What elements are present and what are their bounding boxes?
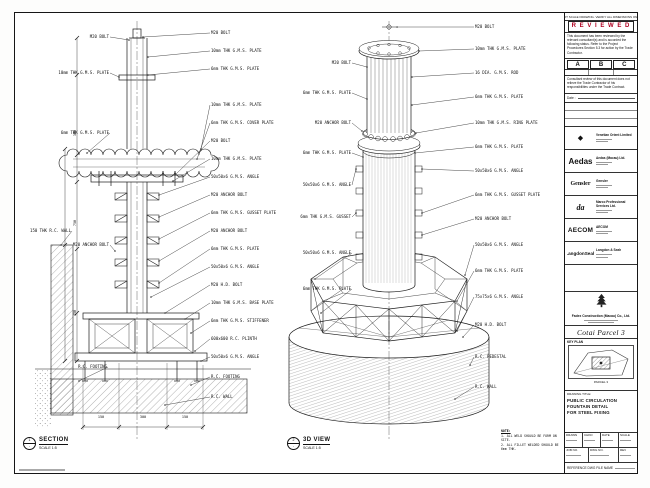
project-name: Cotai Parcel 3 bbox=[576, 327, 626, 337]
callout-number: 2 bbox=[288, 438, 299, 444]
consultant-name: AECOM bbox=[596, 224, 608, 229]
consultant-address-line bbox=[596, 230, 612, 232]
reviewed-body-text: This document has been reviewed by the r… bbox=[567, 34, 633, 55]
consultant-row: LangdonSeahLangdon & Seah bbox=[565, 242, 637, 265]
field-scale: SCALE bbox=[619, 433, 637, 448]
drawing-title-block: DRAWING TITLE: PUBLIC CIRCULATION FOUNTA… bbox=[565, 391, 637, 433]
field-chkd: CHKD bbox=[583, 433, 601, 448]
notes-block: NOTE: 1. ALL WELD SHOULD BE FORM ON SITE… bbox=[501, 429, 564, 451]
consultant-address-line bbox=[596, 138, 612, 140]
contractor-block: Fadex Construction (Macau) Co., Ltd. bbox=[565, 292, 637, 326]
consultant-address-line bbox=[596, 164, 608, 166]
consultant-address-line bbox=[596, 187, 608, 189]
reviewed-stamp-title: R E V I E W E D bbox=[568, 21, 634, 32]
aedas-logo: Aedas bbox=[568, 156, 593, 166]
note-item: 2. ALL FILLET WELDED SHOULD BE 6mm THK. bbox=[501, 443, 559, 451]
consultant-name: Langdon & Seah bbox=[596, 248, 622, 253]
consultant-name: Gensler bbox=[596, 178, 608, 183]
date-fill-line bbox=[577, 97, 635, 99]
3d-view-title: 3D VIEW bbox=[303, 437, 331, 445]
contractor-name: Fadex Construction (Macau) Co., Ltd. bbox=[571, 314, 631, 318]
consultant-address-line bbox=[596, 161, 612, 163]
stamp-date-row: Date : bbox=[565, 94, 637, 103]
section-view-title: SECTION bbox=[39, 437, 69, 445]
field-dwg-no: DWG NO. bbox=[589, 448, 619, 463]
3d-view-scale: SCALE 1:5 bbox=[303, 445, 321, 450]
callout-sheet: - bbox=[28, 444, 31, 448]
drawing-title-line: PUBLIC CIRCULATION bbox=[567, 397, 618, 403]
status-option-a: A bbox=[566, 59, 589, 69]
consultant-name: Venetian Orient Limited bbox=[596, 132, 632, 137]
title-fields: DRAWN CHKD DATE SCALE JOB NO. DWG NO. RE… bbox=[565, 433, 637, 463]
contractor-address-line bbox=[588, 322, 614, 323]
langdon-logo: LangdonSeah bbox=[567, 251, 594, 256]
note-item: 1. ALL WELD SHOULD BE FORM ON SITE. bbox=[501, 434, 557, 442]
section-view-drawing bbox=[35, 21, 251, 441]
gensler-logo: Gensler bbox=[570, 181, 591, 187]
no-scale-note: DO NOT SCALE DRAWING. VERIFY ALL DIMENSI… bbox=[565, 13, 637, 21]
consultant-address-line bbox=[596, 141, 608, 143]
consultant-address-line bbox=[596, 254, 612, 256]
reference-label: REFERENCE DWG FILE NAME bbox=[567, 465, 614, 470]
consultant-name: Marco Professional Services Ltd. bbox=[596, 199, 626, 208]
section-view-label: 1 - SECTION SCALE 1:5 bbox=[23, 437, 69, 450]
drawing-title-line: FOUNTAIN DETAIL bbox=[567, 403, 609, 409]
field-drawn: DRAWN bbox=[565, 433, 583, 448]
consultant-row: da Marco Professional Services Ltd. bbox=[565, 196, 637, 219]
consultant-address-line bbox=[596, 209, 612, 211]
field-job-no: JOB NO. bbox=[565, 448, 589, 463]
key-plan-caption: PARCEL 3 bbox=[593, 380, 609, 384]
3d-view-label: 2 - 3D VIEW SCALE 1:5 bbox=[287, 437, 331, 450]
key-plan: KEY PLAN PARCEL 3 bbox=[565, 339, 637, 391]
3d-view-drawing bbox=[288, 21, 490, 441]
field-rev: REV bbox=[619, 448, 637, 463]
aecom-logo: AECOM bbox=[567, 226, 594, 234]
status-options-subrow bbox=[565, 70, 637, 76]
reviewed-footnote: Consultant review of this document does … bbox=[567, 77, 630, 90]
plot-stamp bbox=[19, 469, 65, 471]
section-view-scale: SCALE 1:5 bbox=[39, 445, 57, 450]
consultant-address-line bbox=[596, 184, 612, 186]
callout-sheet: - bbox=[292, 444, 295, 448]
key-plan-map bbox=[568, 345, 634, 379]
consultant-address-line bbox=[596, 256, 608, 258]
consultant-address-line bbox=[596, 233, 608, 235]
notes-title: NOTE: bbox=[501, 429, 511, 433]
reference-file-row: REFERENCE DWG FILE NAME bbox=[565, 463, 637, 473]
drawing-title-label: DRAWING TITLE: bbox=[567, 392, 592, 396]
date-label: Date : bbox=[567, 95, 576, 100]
3d-callout-icon: 2 - bbox=[287, 437, 300, 450]
consultant-row: ◆ Venetian Orient Limited bbox=[565, 127, 637, 150]
reference-value bbox=[615, 467, 635, 469]
status-option-b: B bbox=[589, 59, 613, 69]
section-callout-icon: 1 - bbox=[23, 437, 36, 450]
consultant-address-line bbox=[596, 212, 608, 214]
contractor-address-line bbox=[584, 319, 618, 321]
consultant-name: Aedas (Macau) Ltd. bbox=[596, 155, 626, 160]
venetian-logo: ◆ bbox=[577, 135, 584, 142]
spacer-row bbox=[565, 265, 637, 292]
field-date: DATE bbox=[601, 433, 619, 448]
marco-logo: da bbox=[576, 202, 585, 212]
contractor-tree-logo bbox=[596, 293, 606, 308]
title-block: DO NOT SCALE DRAWING. VERIFY ALL DIMENSI… bbox=[564, 13, 637, 473]
project-title-row: Cotai Parcel 3 bbox=[565, 326, 637, 339]
drawing-title-line: FOR STEEL FIXING bbox=[567, 409, 610, 415]
revision-grid bbox=[565, 103, 637, 127]
status-option-c: C bbox=[613, 59, 636, 69]
reviewed-stamp: R E V I E W E D bbox=[565, 21, 637, 33]
callout-number: 1 bbox=[24, 438, 35, 444]
key-plan-label: KEY PLAN bbox=[567, 340, 584, 344]
